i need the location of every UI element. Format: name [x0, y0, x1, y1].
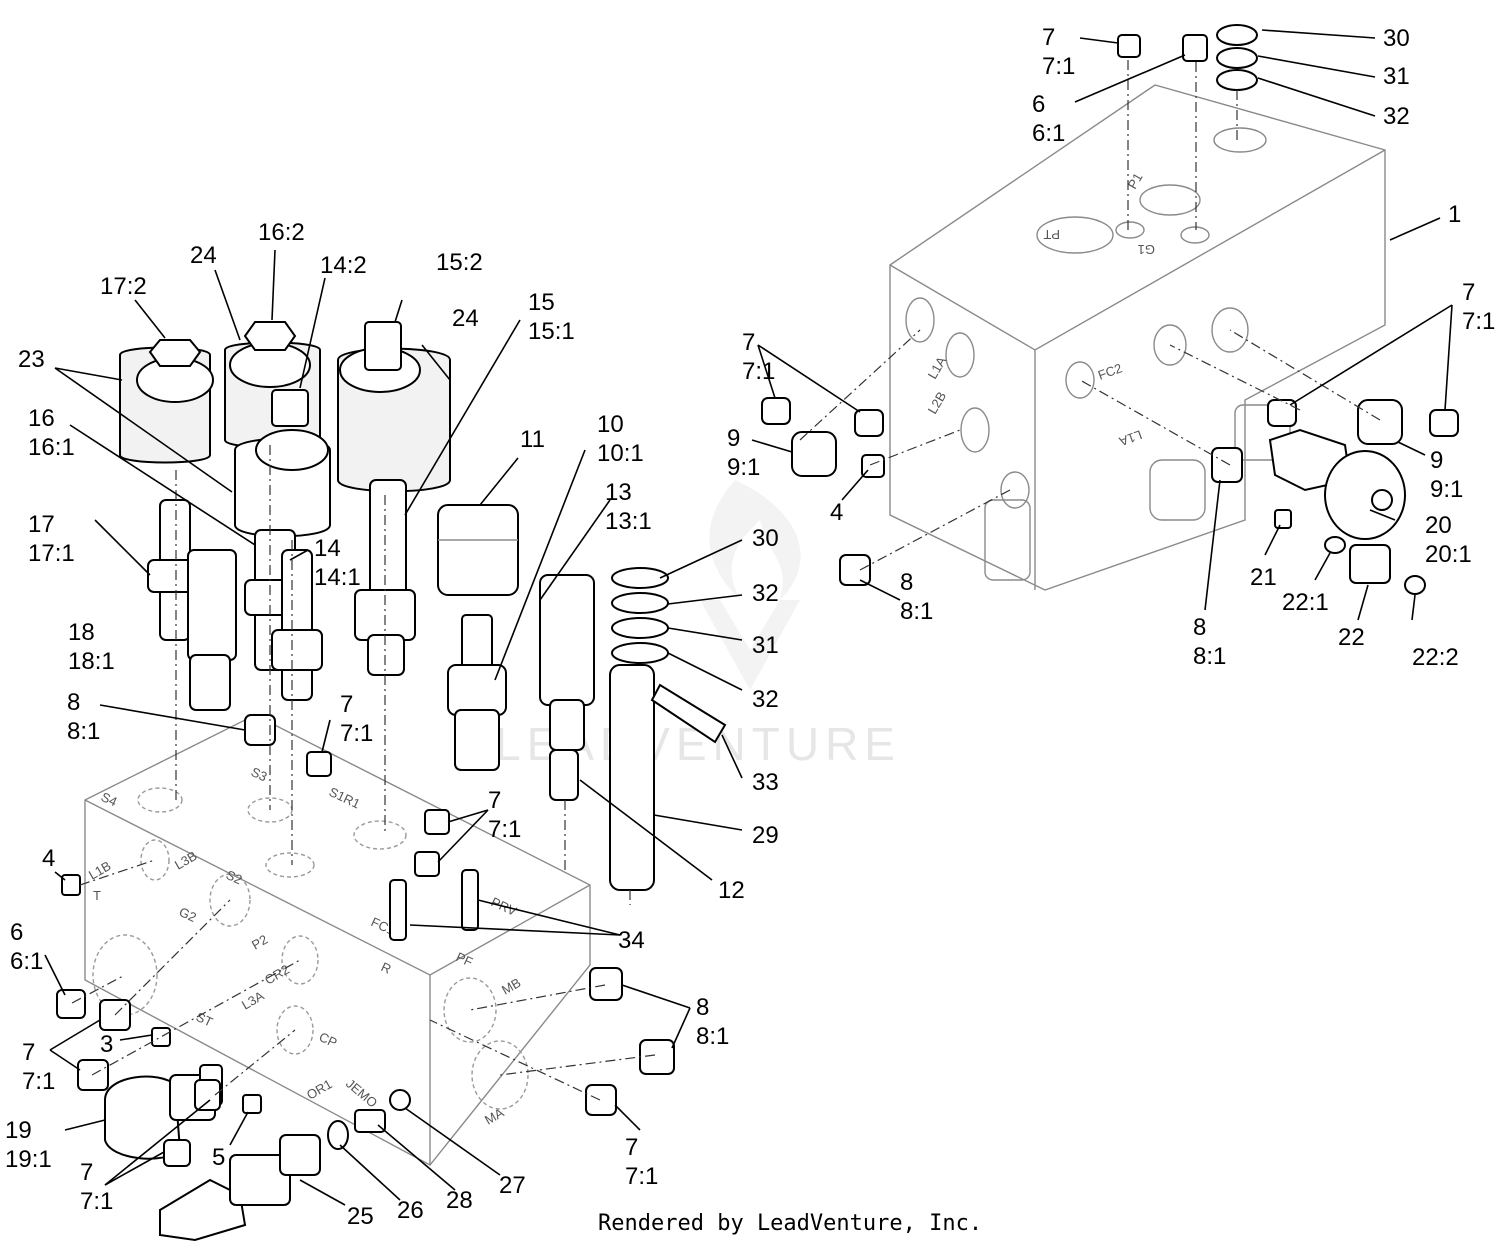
port-label: ST	[194, 1009, 215, 1030]
port-label: P1	[1125, 170, 1146, 191]
part-callout: 32	[752, 580, 779, 607]
part-callout: 28	[446, 1187, 473, 1214]
port-label: L3A	[239, 988, 267, 1013]
part-callout: 29	[752, 822, 779, 849]
port-label: T	[93, 888, 101, 903]
port-label: L2B	[925, 389, 950, 417]
part-callout: 3	[100, 1031, 113, 1058]
part-callout: 32	[1383, 103, 1410, 130]
port-label: CR2	[262, 962, 292, 988]
part-callout: 12	[718, 877, 745, 904]
port-label: PF	[454, 949, 475, 970]
port-label: S4	[99, 789, 120, 809]
port-label: PT	[1043, 227, 1060, 242]
port-label: JEMO	[343, 1076, 380, 1111]
part-callout: 5	[212, 1144, 225, 1171]
port-label: L3B	[172, 848, 200, 873]
part-callout: 31	[752, 632, 779, 659]
upper-manifold: P1 PT G1 L1A L2B FC2 L1A	[889, 84, 1386, 591]
port-label: R	[379, 959, 394, 977]
port-label: FC2	[1096, 360, 1124, 382]
port-label: CP	[317, 1029, 340, 1050]
part-callout: 33	[752, 769, 779, 796]
part-callout: 11	[520, 426, 545, 453]
port-label: G2	[177, 904, 199, 925]
part-callout: 22:2	[1412, 644, 1459, 671]
part-callout: 4	[830, 499, 843, 526]
part-callout: 1	[1448, 201, 1461, 228]
lower-fittings	[56, 714, 675, 1242]
credit-line: Rendered by LeadVenture, Inc.	[598, 1211, 982, 1236]
port-label: L1A	[1117, 427, 1144, 449]
port-label: G1	[1138, 242, 1155, 257]
port-label: P2	[249, 932, 270, 953]
part-callout: 26	[397, 1197, 424, 1224]
part-callout: 24	[190, 242, 217, 269]
port-label: S3	[249, 764, 270, 784]
part-callout: 25	[347, 1203, 374, 1230]
part-callout: 16:2	[258, 219, 305, 246]
part-callout: 23	[18, 346, 45, 373]
part-callout: 27	[499, 1172, 526, 1199]
part-callout: 30	[752, 525, 779, 552]
watermark-logo	[700, 480, 801, 690]
part-callout: 21	[1250, 564, 1277, 591]
part-callout: 17:2	[100, 273, 147, 300]
port-label: OR1	[304, 1076, 335, 1102]
part-callout: 31	[1383, 63, 1410, 90]
part-callout: 4	[42, 845, 55, 872]
callout-leaders	[44, 29, 1453, 1206]
upper-right-fittings	[761, 24, 1459, 595]
part-callout: 22:1	[1282, 589, 1329, 616]
port-label: S2	[224, 867, 245, 887]
part-callout: 30	[1383, 25, 1410, 52]
part-callout: 22	[1338, 624, 1365, 651]
coil-stack	[119, 321, 451, 538]
part-callout: 14:2	[320, 252, 367, 279]
part-callout: 24	[452, 305, 479, 332]
part-callout: 15:2	[436, 249, 483, 276]
port-label: MB	[499, 975, 523, 998]
port-label: S1R1	[327, 784, 363, 811]
part-callout: 32	[752, 686, 779, 713]
part-callout: 34	[618, 927, 645, 954]
assembly-centerlines	[71, 60, 1381, 1101]
